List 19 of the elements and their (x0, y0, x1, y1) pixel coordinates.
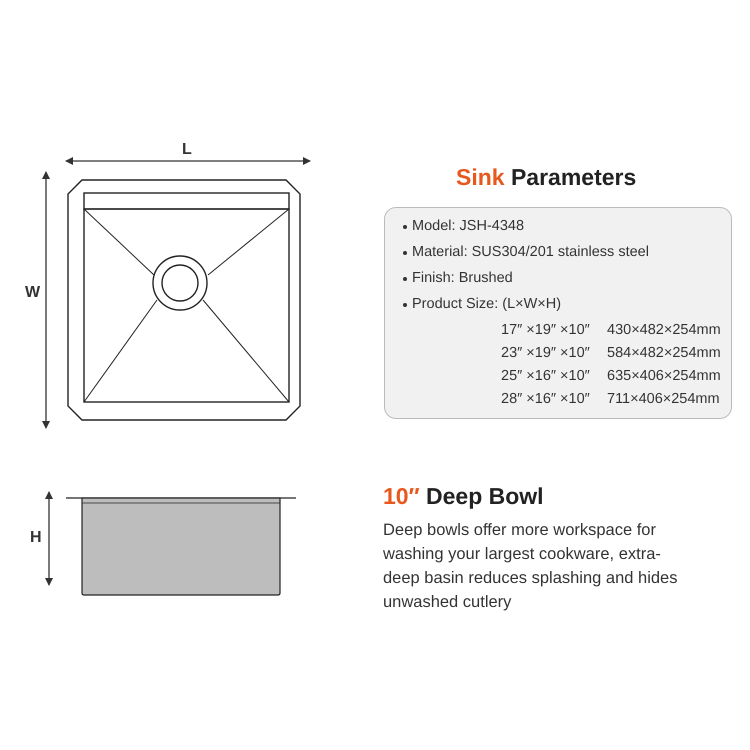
size-millimetres: 635×406×254mm (607, 368, 722, 384)
section-heading: 10″ Deep Bowl (383, 483, 544, 510)
spec-item: Model: JSH-4348 (403, 218, 723, 234)
dimension-label: H (30, 529, 42, 547)
dimension-label: W (25, 284, 40, 302)
size-millimetres: 584×482×254mm (607, 345, 722, 361)
size-millimetres: 711×406×254mm (607, 391, 721, 407)
size-inches: 25″ ×16″ ×10″ (501, 368, 591, 384)
specification-panel (384, 207, 732, 419)
spec-item: Material: SUS304/201 stainless steel (403, 244, 723, 260)
size-inches: 17″ ×19″ ×10″ (501, 322, 591, 338)
size-inches: 28″ ×16″ ×10″ (501, 391, 591, 407)
dimension-label: L (182, 141, 192, 159)
size-millimetres: 430×482×254mm (607, 322, 722, 338)
size-inches: 23″ ×19″ ×10″ (501, 345, 591, 361)
description-text: Deep bowls offer more workspace for washing your largest cookware, extra-deep basin reduces splashing and hides unwashed cutlery (383, 520, 678, 613)
spec-item: Finish: Brushed (403, 270, 723, 286)
spec-item: Product Size: (L×W×H) (403, 296, 723, 312)
section-heading: Sink Parameters (456, 164, 636, 191)
